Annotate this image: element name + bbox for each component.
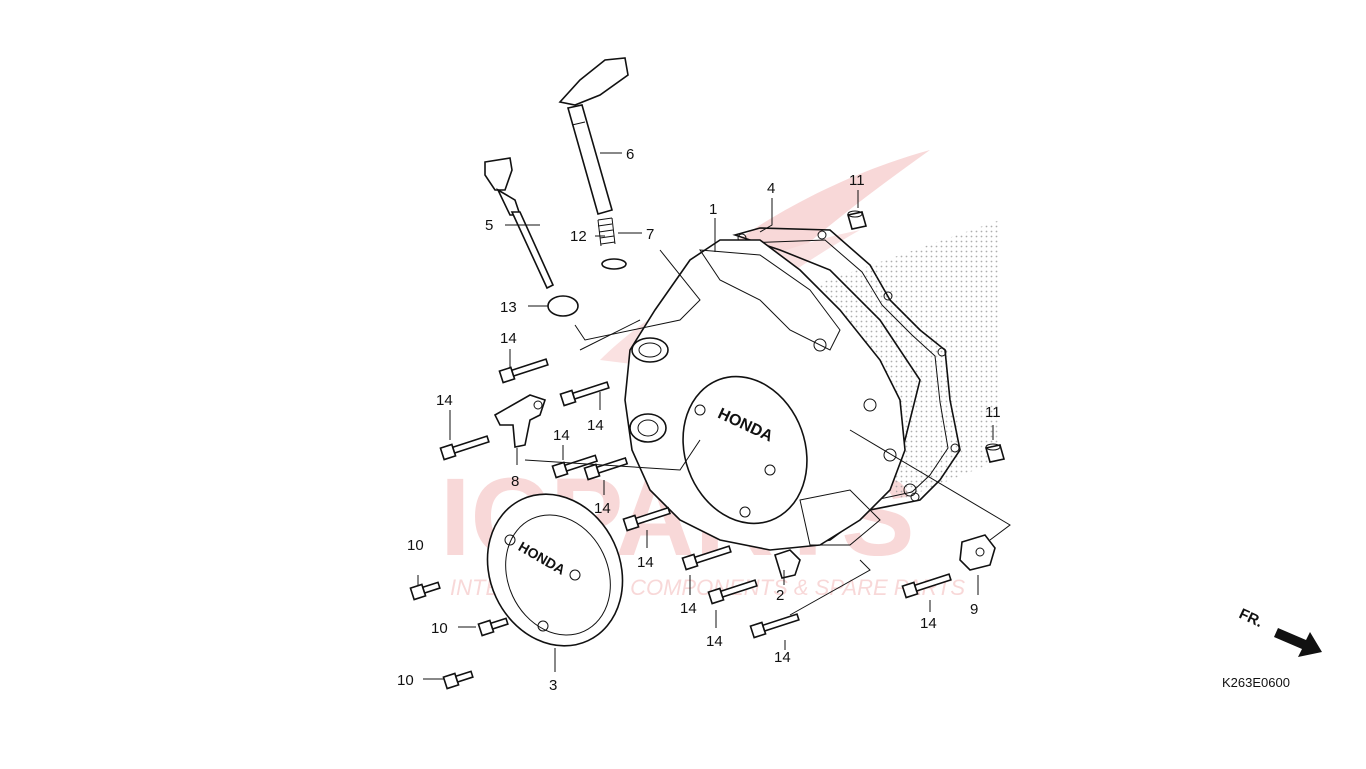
callout-10-a: 10 bbox=[407, 537, 424, 554]
callout-8: 8 bbox=[511, 473, 519, 490]
bolt bbox=[439, 435, 490, 461]
callout-11-b: 11 bbox=[985, 404, 1001, 421]
callout-6: 6 bbox=[626, 146, 634, 163]
bracket bbox=[493, 394, 547, 448]
callout-14-b: 14 bbox=[587, 417, 604, 434]
bolt bbox=[559, 381, 610, 407]
bolt bbox=[901, 573, 952, 599]
callout-10-c: 10 bbox=[397, 672, 414, 689]
callout-14-g: 14 bbox=[680, 600, 697, 617]
bolt bbox=[681, 545, 732, 571]
bolt bbox=[707, 579, 758, 605]
callout-1: 1 bbox=[709, 201, 717, 218]
clamp bbox=[774, 549, 801, 579]
speed-sensor bbox=[558, 57, 629, 215]
bolt bbox=[749, 613, 800, 639]
dipstick bbox=[484, 157, 555, 290]
callout-3: 3 bbox=[549, 677, 557, 694]
callout-14-c: 14 bbox=[436, 392, 453, 409]
bolt bbox=[622, 506, 671, 532]
callout-14-a: 14 bbox=[500, 330, 517, 347]
bolts bbox=[409, 358, 952, 690]
crankcase-cover: HONDA bbox=[624, 239, 917, 551]
bolt bbox=[442, 670, 474, 690]
spring bbox=[597, 217, 616, 247]
callout-14-h: 14 bbox=[706, 633, 723, 650]
o-ring-small bbox=[601, 258, 627, 270]
front-arrow-icon bbox=[1274, 628, 1322, 657]
leader-lines bbox=[417, 152, 1011, 680]
callout-14-e: 14 bbox=[594, 500, 611, 517]
callout-11-a: 11 bbox=[849, 172, 865, 189]
bolt bbox=[498, 358, 549, 384]
callout-14-j: 14 bbox=[920, 615, 937, 632]
callout-14-f: 14 bbox=[637, 554, 654, 571]
callout-13: 13 bbox=[500, 299, 517, 316]
sensor-9 bbox=[959, 534, 996, 571]
dowel-pin-upper bbox=[846, 210, 868, 230]
bolt bbox=[477, 617, 509, 637]
callout-9: 9 bbox=[970, 601, 978, 618]
clutch-cover: HONDA bbox=[486, 493, 624, 647]
diagram-code: K263E0600 bbox=[1222, 675, 1290, 690]
callout-4: 4 bbox=[767, 180, 775, 197]
callout-7: 7 bbox=[646, 226, 654, 243]
callout-2: 2 bbox=[776, 587, 784, 604]
callout-10-b: 10 bbox=[431, 620, 448, 637]
callout-14-i: 14 bbox=[774, 649, 791, 666]
callout-14-d: 14 bbox=[553, 427, 570, 444]
o-ring bbox=[547, 295, 579, 317]
dowel-pin-lower bbox=[984, 443, 1006, 463]
callout-12: 12 bbox=[570, 228, 587, 245]
callout-5: 5 bbox=[485, 217, 493, 234]
front-direction-label: FR. bbox=[1236, 605, 1265, 631]
bolt bbox=[409, 581, 441, 601]
front-direction-indicator: FR. bbox=[1236, 605, 1322, 657]
callouts: 1 2 3 4 5 6 7 8 9 10 10 10 11 11 12 13 1… bbox=[397, 146, 1001, 694]
